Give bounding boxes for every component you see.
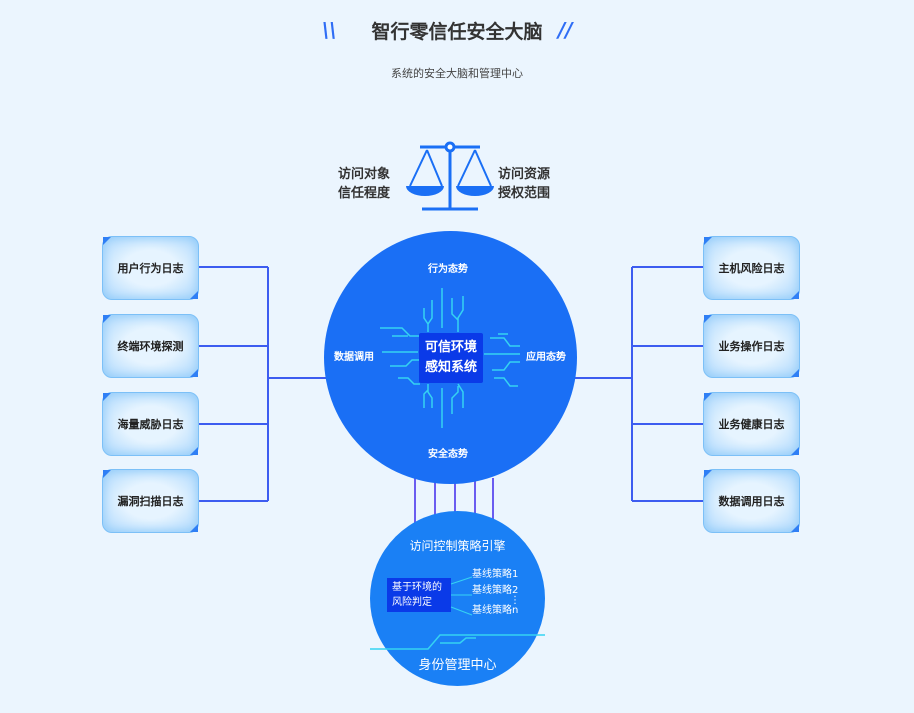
log-box-data-call[interactable]: 数据调用日志 (703, 469, 800, 533)
policy-connectors (370, 576, 545, 650)
core-top-label: 行为态势 (428, 264, 468, 275)
policy-item: 基线策略2 (472, 585, 519, 596)
log-box-host-risk[interactable]: 主机风险日志 (703, 236, 800, 300)
scale-left-label: 访问对象信任程度 (338, 167, 391, 201)
identity-center-label: 身份管理中心 (418, 658, 497, 673)
ellipsis: ⋮ (510, 595, 520, 606)
engine-title: 访问控制策略引擎 (409, 539, 506, 553)
circuit-icon (380, 288, 520, 428)
decoration-right-icon: // (558, 18, 573, 42)
risk-judgment-box: 基于环境的风险判定 (387, 578, 451, 612)
decoration-left-icon: \\ (322, 18, 337, 42)
log-box-vuln-scan[interactable]: 漏洞扫描日志 (102, 469, 199, 533)
log-box-terminal-env[interactable]: 终端环境探测 (102, 314, 199, 378)
scale-right-label: 访问资源授权范围 (498, 167, 551, 201)
policy-item: 基线策略1 (472, 569, 519, 580)
log-box-threat[interactable]: 海量威胁日志 (102, 392, 199, 456)
balance-scale-icon (406, 141, 494, 211)
log-box-business-health[interactable]: 业务健康日志 (703, 392, 800, 456)
log-box-user-behavior[interactable]: 用户行为日志 (102, 236, 199, 300)
core-left-label: 数据调用 (334, 352, 374, 363)
log-box-business-op[interactable]: 业务操作日志 (703, 314, 800, 378)
trust-env-chip: 可信环境感知系统 (419, 333, 483, 383)
core-right-label: 应用态势 (526, 352, 566, 363)
page-subtitle: 系统的安全大脑和管理中心 (391, 67, 523, 80)
policy-item: 基线策略n (472, 605, 519, 616)
core-bottom-label: 安全态势 (428, 449, 468, 460)
policy-list: 基线策略1 基线策略2 ⋮ 基线策略n (472, 569, 520, 616)
page-title: 智行零信任安全大脑 (371, 21, 543, 43)
